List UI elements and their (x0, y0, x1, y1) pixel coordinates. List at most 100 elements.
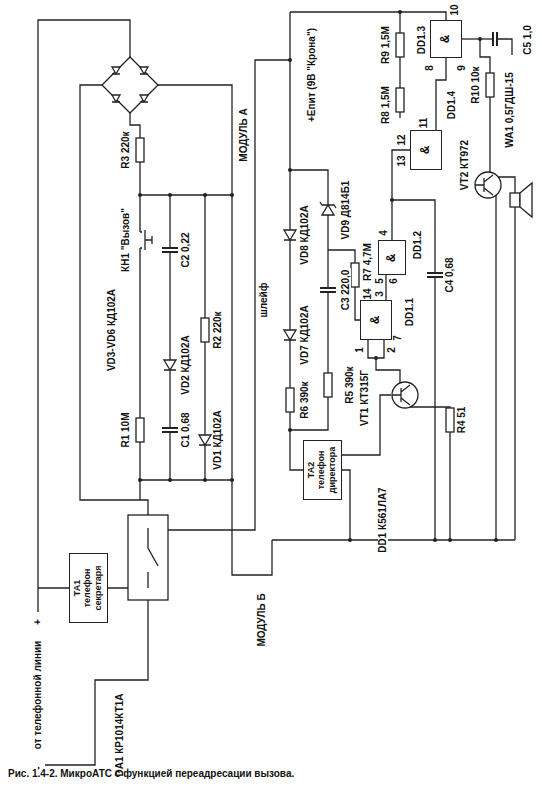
wire (45, 600, 148, 765)
pin-number: 1 (355, 346, 365, 354)
pin-number: 11 (419, 117, 429, 130)
capacitor-symbol (493, 32, 497, 46)
component-label: R5 390к (345, 365, 355, 404)
figure-caption: Рис. 1.4-2. МикроАТС с функцией переадре… (8, 768, 294, 779)
component-label: R10 10к (471, 65, 481, 104)
resistor-symbol (396, 88, 404, 112)
component-label: DD1.1 (405, 297, 415, 327)
wire (368, 340, 384, 358)
component-label: VT1 КТ315Г (360, 369, 370, 427)
pin-number: 14 (363, 287, 373, 300)
junction-dot (374, 356, 378, 360)
diode-symbol (284, 330, 296, 340)
wires (38, 12, 515, 765)
pin-number: 9 (457, 64, 467, 72)
wire (140, 479, 232, 480)
wire (392, 150, 410, 240)
pin-number: 4 (379, 229, 389, 237)
node-text: телефон директора (317, 447, 338, 494)
component-label: R3 220к (121, 130, 131, 169)
bridge-diode (140, 95, 148, 102)
wire (436, 58, 446, 130)
wire (328, 250, 360, 320)
button-gap (137, 232, 143, 248)
bridge-diode (140, 67, 148, 74)
resistor-symbol (136, 138, 144, 162)
wire (514, 207, 515, 540)
node-text: ТА2 (306, 447, 316, 494)
component-label: VD8 КД102А (300, 204, 310, 265)
push-button-symbol (140, 230, 152, 250)
bridge-diode (112, 67, 120, 74)
wire (140, 194, 232, 195)
wire (385, 275, 386, 300)
pin-number: 12 (397, 133, 407, 146)
capacitor-gap (426, 273, 444, 277)
wire (38, 20, 130, 612)
component-label: WA1 0,5ГДШ-15 (505, 71, 515, 148)
capacitor-gap (161, 248, 179, 252)
node-text-group: & (419, 146, 433, 155)
pin-number: 13 (397, 154, 407, 167)
component-label: VT2 КТ972 (460, 139, 470, 191)
component-label: R9 1,5M (381, 25, 391, 65)
junction-dot (168, 193, 172, 197)
capacitor-symbol (162, 428, 178, 432)
component-label: от телефонной линии (33, 640, 43, 750)
nand-gate: & (410, 130, 442, 170)
pin-number: 3 (375, 290, 385, 298)
junction-dot (398, 10, 402, 14)
component-label: DD1.3 (417, 25, 427, 55)
node-text: & (419, 146, 433, 155)
junction-dot (288, 58, 292, 62)
nand-gate: & (360, 300, 392, 340)
component-label: R6 390к (300, 380, 310, 419)
wire (497, 39, 512, 55)
capacitor-gap (319, 288, 337, 292)
component-label: VD2 КД102А (181, 334, 191, 395)
wire (290, 12, 322, 470)
resistor-symbol (324, 373, 332, 397)
speaker-body (510, 193, 520, 207)
pin-number: 5 (375, 277, 385, 285)
node-text-group: ТА2телефон директора (306, 447, 337, 494)
component-label: C2 0,22 (181, 231, 191, 268)
resistor-symbol (396, 33, 404, 57)
component-label: DA1 КР1014КТ1А (115, 692, 125, 777)
component-label: КН1 "Вызов" (121, 207, 131, 273)
node-text: & (385, 253, 399, 262)
component-label: R7 4,7M (363, 242, 373, 282)
bridge-diode (112, 95, 120, 102)
transistor-leads (475, 175, 493, 195)
component-label: МОДУЛЬ А (239, 107, 249, 162)
node-text-group: & (439, 35, 453, 44)
resistor-symbol (201, 318, 209, 342)
transistor-symbol (475, 172, 501, 198)
junction-dot (433, 538, 437, 542)
component-label: C1 0,68 (181, 411, 191, 448)
capacitor-symbol (162, 248, 178, 252)
node-text: ТА1 (72, 566, 82, 611)
junction-dot (138, 478, 142, 482)
wire (169, 195, 170, 480)
junction-dot (288, 428, 292, 432)
transistor-leads (392, 385, 410, 405)
wire (290, 170, 328, 430)
junction-dot (203, 193, 207, 197)
component-label: VD3-VD6 КД102А (107, 288, 117, 372)
diode-symbol (284, 230, 296, 240)
component-label: R8 1,5M (381, 85, 391, 125)
component-label: C3 220,0 (341, 269, 351, 312)
component-label: шлейф (259, 281, 269, 318)
pin-number: 8 (425, 64, 435, 72)
component-label: VD9 Д814Б1 (341, 180, 351, 241)
node-text: телефон секретаря (83, 566, 104, 611)
pin-number: 10 (450, 3, 460, 16)
telephone-box: ТА2телефон директора (303, 440, 342, 500)
wire (480, 39, 490, 172)
zener-diode-symbol (320, 202, 336, 215)
junction-dot (478, 37, 482, 41)
wire (290, 12, 446, 20)
